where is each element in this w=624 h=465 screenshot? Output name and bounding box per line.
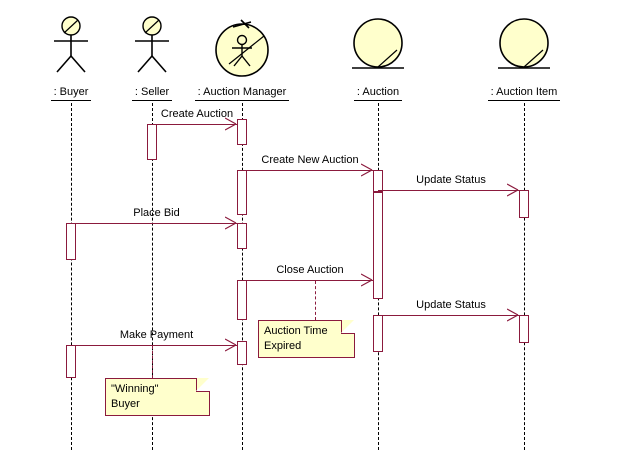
lifeline-buyer [71, 103, 72, 450]
message-label-m5: Close Auction [276, 264, 344, 276]
participant-label-buyer: : Buyer [50, 86, 92, 101]
message-line-m5 [242, 280, 373, 281]
message-label-m4: Place Bid [133, 207, 180, 219]
activation-bar-auction [373, 315, 383, 352]
note-note_winning_buyer: "Winning" Buyer [105, 377, 210, 416]
activation-bar-auction_manager [237, 223, 247, 249]
participant-label-auction_item: : Auction Item [487, 86, 561, 101]
participant-auction: : Auction [298, 14, 458, 101]
note-text-line: "Winning" [111, 383, 159, 395]
message-label-m2: Create New Auction [261, 154, 359, 166]
activation-bar-seller [147, 124, 157, 160]
note-text-line: Expired [264, 340, 302, 352]
activation-bar-auction_manager [237, 119, 247, 145]
participant-label-wrap-buyer: : Buyer [0, 82, 151, 101]
message-label-m6: Update Status [416, 299, 486, 311]
participant-label-wrap-auction: : Auction [298, 82, 458, 101]
message-line-m6 [378, 315, 519, 316]
participant-auction_item: : Auction Item [444, 14, 604, 101]
message-arrowhead-m4 [224, 216, 237, 230]
actor-stick-figure-icon [0, 14, 151, 82]
message-arrowhead-m2 [360, 163, 373, 177]
message-line-m2 [242, 170, 373, 171]
note-dogear-corner-icon [196, 377, 210, 392]
entity-circle-icon [298, 14, 458, 82]
message-source-stem-m7 [71, 345, 72, 346]
participant-label-seller: : Seller [131, 86, 173, 101]
message-line-m3 [378, 190, 519, 191]
activation-bar-auction [373, 170, 383, 192]
message-arrowhead-m3 [506, 183, 519, 197]
participant-auction_manager: : Auction Manager [162, 14, 322, 101]
message-line-m7 [71, 345, 237, 346]
message-arrowhead-m5 [360, 273, 373, 287]
note-text-line: Buyer [111, 398, 140, 410]
note-connector-note_auction_time_expired [315, 281, 316, 320]
activation-bar-auction_manager [237, 341, 247, 365]
message-source-stem-m2 [242, 170, 243, 171]
message-source-stem-m6 [378, 315, 379, 316]
participant-buyer: : Buyer [0, 14, 151, 101]
participant-label-auction: : Auction [353, 86, 403, 101]
activation-bar-auction_item [519, 190, 529, 218]
entity-circle-icon [444, 14, 604, 82]
message-line-m4 [71, 223, 237, 224]
participant-label-wrap-auction_manager: : Auction Manager [162, 82, 322, 101]
lifeline-auction_manager [242, 103, 243, 450]
message-arrowhead-m7 [224, 338, 237, 352]
message-label-m7: Make Payment [119, 329, 194, 341]
message-arrowhead-m1 [224, 117, 237, 131]
participant-label-wrap-auction_item: : Auction Item [444, 82, 604, 101]
activation-bar-buyer [66, 345, 76, 378]
lifeline-seller [152, 103, 153, 450]
message-label-m3: Update Status [416, 174, 486, 186]
activation-bar-auction_item [519, 315, 529, 343]
participant-seller: : Seller [72, 14, 232, 101]
message-arrowhead-m6 [506, 308, 519, 322]
note-dogear-corner-icon [341, 319, 355, 334]
note-text-line: Auction Time [264, 325, 328, 337]
message-label-m1: Create Auction [160, 108, 234, 120]
note-connector-note_winning_buyer [152, 346, 153, 378]
participant-label-auction_manager: : Auction Manager [194, 86, 290, 101]
activation-bar-auction [373, 192, 383, 299]
actor-stick-figure-icon [72, 14, 232, 82]
message-source-stem-m3 [378, 190, 379, 191]
activation-bar-auction_manager [237, 280, 247, 320]
message-source-stem-m1 [152, 124, 153, 125]
message-line-m1 [152, 124, 237, 125]
lifeline-auction_item [524, 103, 525, 450]
activation-bar-buyer [66, 223, 76, 260]
message-source-stem-m4 [71, 223, 72, 224]
control-actor-circle-icon [162, 14, 322, 82]
participant-label-wrap-seller: : Seller [72, 82, 232, 101]
activation-bar-auction_manager [237, 170, 247, 215]
message-source-stem-m5 [242, 280, 243, 281]
